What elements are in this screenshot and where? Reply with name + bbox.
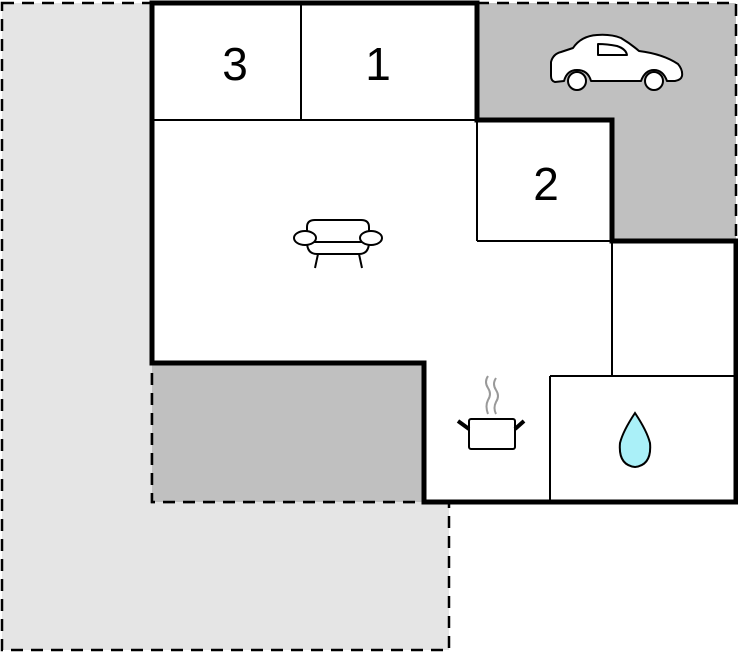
interior-walls	[152, 3, 736, 502]
covered-terrace-area	[150, 361, 426, 504]
room-label-3: 3	[222, 38, 248, 90]
room-label-2: 2	[533, 158, 559, 210]
exterior-walls	[149, 0, 738, 505]
car-icon	[550, 33, 684, 91]
room-bedroom-3[interactable]: 3	[222, 38, 248, 90]
room-bedroom-1[interactable]: 1	[365, 38, 391, 90]
water-drop-icon	[618, 411, 652, 469]
sofa-icon	[293, 219, 383, 269]
room-bedroom-2[interactable]: 2	[533, 158, 559, 210]
room-label-1: 1	[365, 38, 391, 90]
cooking-pot-icon	[456, 375, 526, 450]
building-footprint	[152, 3, 736, 502]
